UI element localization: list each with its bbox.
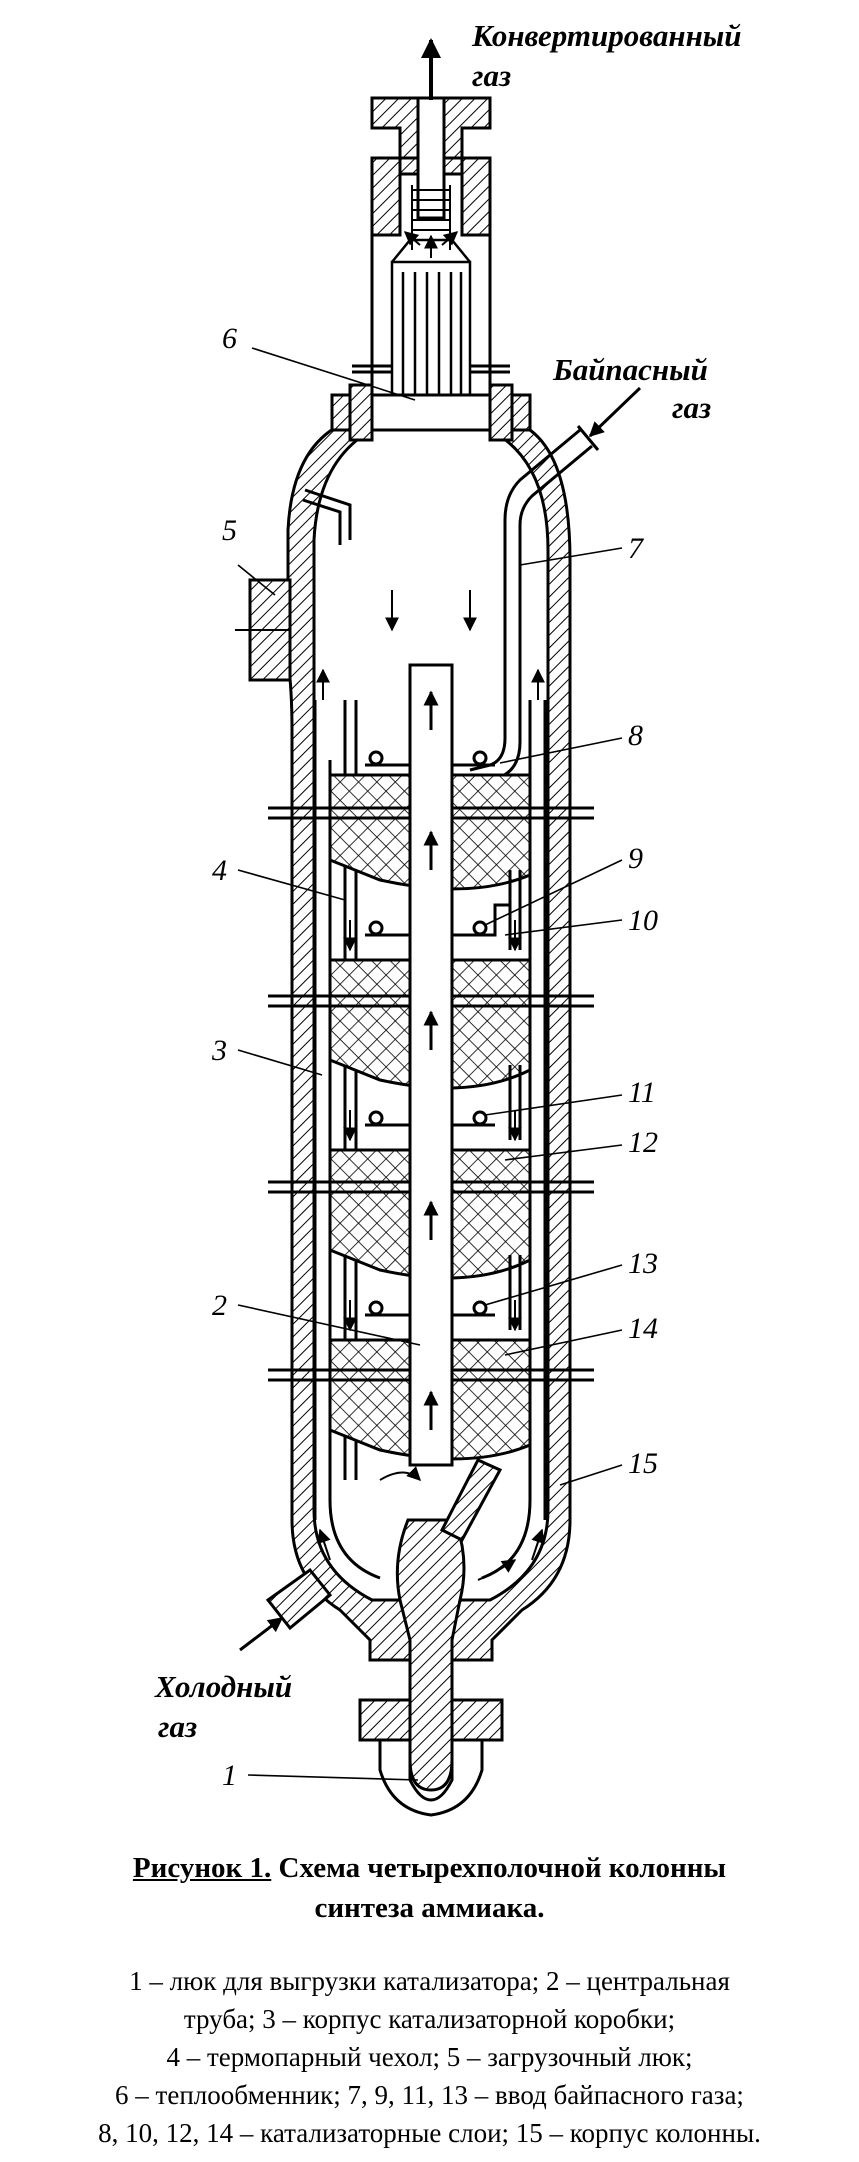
figure-caption: Рисунок 1. Схема четырехполочной колонны…: [0, 1848, 859, 1928]
converted-gas-label: Конвертированный: [471, 18, 742, 53]
shell-upper-flange: [330, 383, 532, 442]
label-2: 2: [212, 1289, 227, 1322]
bypass-inlet-pipe: [469, 425, 600, 784]
cold-gas-arrow: [239, 1616, 284, 1652]
top-outlet-flange: [370, 96, 492, 237]
left-bypass-pipe: [302, 488, 352, 545]
figure-title-line1: Схема четырехполочной колонны: [271, 1852, 727, 1884]
figure-title-line2: синтеза аммиака.: [314, 1892, 545, 1924]
label-15: 15: [628, 1447, 658, 1480]
label-1: 1: [222, 1759, 237, 1792]
cold-gas-label-2: газ: [158, 1709, 197, 1744]
label-11: 11: [628, 1076, 656, 1109]
legend-line: 8, 10, 12, 14 – катализаторные слои; 15 …: [98, 2118, 761, 2148]
bottom-flange: [358, 1698, 504, 1817]
label-12: 12: [628, 1126, 658, 1159]
leader-lines: [237, 347, 623, 1781]
legend-line: 4 – термопарный чехол; 5 – загрузочный л…: [166, 2042, 693, 2072]
label-9: 9: [628, 842, 643, 875]
bottom-flow-arrows: [379, 1466, 517, 1581]
bypass-gas-label-2: газ: [672, 390, 711, 425]
legend-line: 1 – люк для выгрузки катализатора; 2 – ц…: [129, 1966, 730, 1996]
label-6: 6: [222, 322, 237, 355]
annulus-flow-arrows: [316, 590, 545, 1561]
label-10: 10: [628, 904, 658, 937]
bypass-gas-label: Байпасный: [552, 352, 708, 387]
label-4: 4: [212, 854, 227, 887]
label-7: 7: [628, 532, 645, 565]
cold-gas-label: Холодный: [154, 1669, 292, 1704]
central-pipe: [408, 663, 454, 1467]
label-13: 13: [628, 1247, 658, 1280]
figure-legend: 1 – люк для выгрузки катализатора; 2 – ц…: [6, 1962, 853, 2152]
label-5: 5: [222, 514, 237, 547]
label-14: 14: [628, 1312, 658, 1345]
bypass-gas-arrow: [588, 386, 642, 438]
ammonia-synthesis-column-diagram: Конвертированный газ Байпасный газ Холод…: [154, 18, 742, 1817]
heat-exchanger-top-arrows: [403, 231, 459, 258]
figure-number: Рисунок 1.: [132, 1852, 272, 1884]
label-8: 8: [628, 719, 643, 752]
charging-hatch: [235, 578, 292, 682]
label-3: 3: [211, 1034, 227, 1067]
legend-line: 6 – теплообменник; 7, 9, 11, 13 – ввод б…: [115, 2080, 744, 2110]
converted-gas-label-2: газ: [472, 58, 511, 93]
bottom-plug: [395, 1458, 503, 1792]
legend-line: труба; 3 – корпус катализаторной коробки…: [183, 2004, 676, 2034]
